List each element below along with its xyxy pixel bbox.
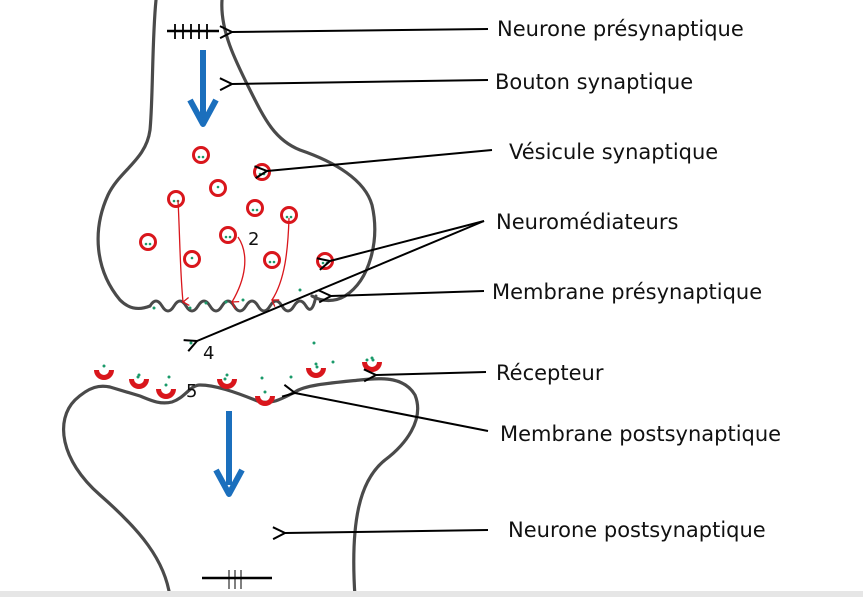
neurotransmitter — [223, 377, 227, 381]
neurotransmitter — [312, 341, 316, 345]
vesicle — [246, 199, 264, 217]
neurotransmitter — [298, 288, 302, 292]
neurotransmitter — [216, 185, 220, 189]
leader-neurotransmitter-2 — [197, 220, 485, 341]
receptor-icon — [306, 362, 326, 378]
leader-synaptic-button — [232, 80, 489, 84]
neurotransmitter — [262, 172, 266, 176]
neurotransmitter — [365, 358, 369, 362]
flow-arrow-down-icon-2 — [213, 411, 245, 497]
neurotransmitter — [251, 208, 255, 212]
receptor-icon — [129, 373, 149, 389]
label-postsynaptic-membrane: Membrane postsynaptique — [500, 422, 781, 446]
neurotransmitter — [325, 261, 329, 265]
presynaptic-outline — [96, 0, 158, 311]
neurotransmitter — [241, 298, 245, 302]
neurotransmitter — [190, 256, 194, 260]
neurotransmitter — [197, 155, 201, 159]
neurotransmitter — [321, 261, 325, 265]
neurotransmitter — [172, 199, 176, 203]
bottom-scroll-edge — [0, 591, 863, 597]
postsynaptic-neuron-shape — [62, 377, 420, 597]
neurotransmitter — [258, 172, 262, 176]
presynaptic-membrane-wave — [148, 294, 318, 313]
label-synaptic-vesicle: Vésicule synaptique — [509, 140, 718, 164]
presynaptic-signal-icon — [167, 24, 219, 39]
neurotransmitter — [260, 376, 264, 380]
neurotransmitter — [314, 362, 318, 366]
neurotransmitter — [228, 235, 232, 239]
postsynaptic-signal-icon — [202, 570, 272, 589]
neurotransmitter — [224, 300, 228, 304]
neurotransmitter — [189, 341, 193, 345]
step-number-4: 4 — [203, 343, 214, 364]
receptor-icon — [362, 356, 382, 372]
leader-postsynaptic-neuron — [285, 530, 489, 533]
receptor-icon — [94, 364, 114, 380]
neurotransmitter — [272, 260, 276, 264]
neurotransmitter — [255, 208, 259, 212]
neurotransmitter — [102, 364, 106, 368]
neurotransmitter — [204, 301, 208, 305]
neurotransmitter — [137, 373, 141, 377]
vesicle — [253, 163, 271, 181]
neurotransmitter — [167, 375, 171, 379]
vesicle — [183, 250, 201, 268]
label-neurotransmitters: Neuromédiateurs — [496, 210, 678, 234]
neurotransmitter — [370, 356, 374, 360]
neurotransmitter — [263, 390, 267, 394]
flow-arrow-down-icon — [187, 50, 219, 127]
vesicle — [167, 190, 185, 208]
neurotransmitter — [148, 242, 152, 246]
neurotransmitter — [152, 306, 156, 310]
neurotransmitter — [164, 383, 168, 387]
postsynaptic-outline — [62, 377, 420, 597]
leader-lines — [197, 29, 493, 533]
label-presynaptic-membrane: Membrane présynaptique — [492, 280, 762, 304]
label-receptor: Récepteur — [496, 361, 604, 385]
neurotransmitter — [225, 373, 229, 377]
label-postsynaptic-neuron: Neurone postsynaptique — [508, 518, 766, 542]
neurotransmitter — [315, 365, 319, 369]
exocytosis-arrows — [177, 199, 290, 302]
leader-neurotransmitter-1 — [330, 220, 485, 261]
neurotransmitter — [144, 242, 148, 246]
step-number-2: 2 — [248, 229, 259, 250]
leader-presynaptic-membrane — [331, 291, 485, 296]
neurotransmitter — [289, 375, 293, 379]
leader-vesicle — [267, 149, 493, 171]
exocytosis-arrow-2 — [232, 236, 246, 302]
leader-presynaptic-neuron — [232, 29, 489, 32]
vesicle-group — [139, 146, 334, 270]
neurotransmitter — [188, 306, 192, 310]
vesicle — [219, 226, 237, 244]
neurotransmitter — [224, 235, 228, 239]
label-synaptic-button: Bouton synaptique — [495, 70, 693, 94]
receptor-icon — [255, 390, 275, 406]
vesicle — [263, 251, 281, 269]
leader-postsynaptic-membrane — [295, 393, 489, 432]
step-number-5: 5 — [186, 381, 197, 402]
vesicle — [209, 179, 227, 197]
vesicle — [192, 146, 210, 164]
receptor-icon — [156, 383, 176, 399]
neurotransmitter — [201, 155, 205, 159]
receptor-icon — [217, 373, 237, 389]
exocytosis-arrow-3 — [272, 217, 290, 300]
neurotransmitter — [268, 260, 272, 264]
vesicle — [139, 233, 157, 251]
neurotransmitter — [289, 215, 293, 219]
exocytosis-arrow-1 — [177, 199, 183, 302]
leader-receptor — [376, 372, 487, 375]
vesicle — [280, 206, 298, 224]
label-presynaptic-neuron: Neurone présynaptique — [497, 17, 744, 41]
neurotransmitter — [285, 215, 289, 219]
neurotransmitter — [331, 360, 335, 364]
